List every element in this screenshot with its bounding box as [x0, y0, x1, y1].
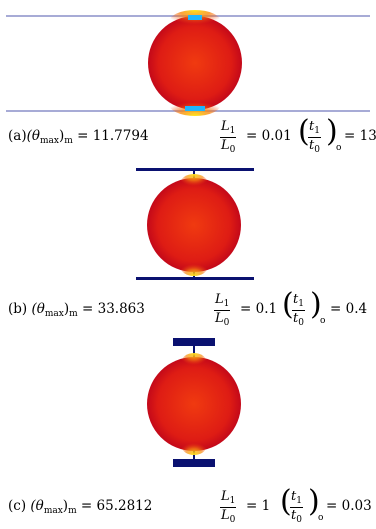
t-value: = 0.4 — [330, 301, 368, 317]
L-ratio: L1 L0 — [220, 119, 237, 155]
panel-a-graphic — [6, 10, 370, 116]
t-ratio: t1 t0 — [290, 489, 303, 525]
L-value: = 0.01 — [246, 128, 292, 144]
L-value: = 0.1 — [240, 301, 278, 317]
theta-value: = 11.7794 — [77, 128, 149, 144]
L-value: = 1 — [246, 498, 271, 514]
top-plate — [136, 168, 254, 171]
top-plate — [173, 338, 215, 346]
hot-spot-bottom — [180, 256, 208, 276]
sphere — [147, 357, 241, 451]
panel-b-graphic — [136, 168, 254, 280]
cold-contact-top — [188, 15, 202, 20]
panel-label: (a) — [8, 128, 27, 144]
L-ratio: L1 L0 — [214, 292, 231, 328]
hot-spot-bottom — [169, 92, 221, 116]
panel-c — [0, 334, 376, 484]
cold-contact-bottom — [185, 106, 205, 111]
sphere — [147, 178, 241, 272]
bottom-plate — [173, 459, 215, 467]
theta-value: = 33.863 — [82, 301, 145, 317]
caption-a: (a)(θmax)m = 11.7794 L1 L0 = 0.01 ( t1 t… — [8, 114, 376, 155]
panel-c-graphic — [147, 338, 241, 467]
L-ratio: L1 L0 — [220, 489, 237, 525]
sphere — [148, 16, 242, 110]
panel-label: (b) — [8, 301, 28, 317]
hot-spot-top — [181, 353, 207, 373]
bottom-plate — [136, 277, 254, 280]
t-ratio: t1 t0 — [292, 292, 305, 328]
panel-a — [0, 0, 376, 150]
t-ratio: t1 t0 — [308, 119, 321, 155]
caption-c: (c) (θmax)m = 65.2812 L1 L0 = 1 ( t1 t0 … — [8, 484, 372, 525]
hot-spot-bottom — [181, 435, 207, 455]
panel-label: (c) — [8, 498, 27, 514]
theta-value: = 65.2812 — [80, 498, 153, 514]
hot-spot-top — [169, 10, 221, 34]
t-value: = 0.03 — [326, 498, 372, 514]
t-value: = 13 — [344, 128, 376, 144]
hot-spot-top — [180, 174, 208, 194]
caption-b: (b) (θmax)m = 33.863 L1 L0 = 0.1 ( t1 t0… — [8, 287, 368, 328]
panel-b — [0, 160, 376, 290]
